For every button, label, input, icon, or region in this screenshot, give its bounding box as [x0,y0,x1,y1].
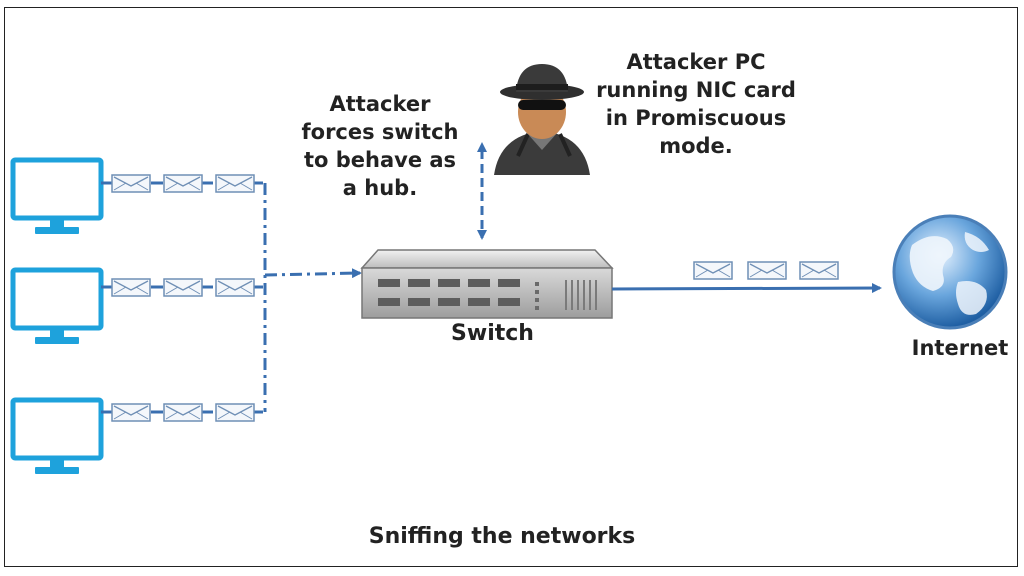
envelope-icon [111,174,151,193]
switch-label: Switch [451,321,534,346]
envelope-icon [693,261,733,280]
envelope-icon [163,403,203,422]
envelope-icon [799,261,839,280]
internet-label: Internet [911,336,1009,360]
connection-lines [101,181,267,414]
envelope-icon [163,278,203,297]
envelope-icon [111,403,151,422]
diagram-caption: Sniffing the networks [368,524,636,549]
attacker-forces-label: Attacker forces switch to behave as a hu… [301,92,459,200]
envelope-icon [747,261,787,280]
globe-icon [892,214,1008,330]
envelope-icon [215,174,255,193]
attacker-icon [494,64,590,175]
attacker-pc-label: Attacker PC running NIC card in Promiscu… [596,50,796,158]
switch-icon [360,249,614,319]
hub-arrow [264,268,362,279]
envelope-icon [215,403,255,422]
internet-link [611,283,882,294]
computer-icon [13,160,101,234]
computer-icon [13,400,101,474]
envelope-icon [163,174,203,193]
envelope-icon [111,278,151,297]
envelope-icon [215,278,255,297]
computer-icon [13,270,101,344]
